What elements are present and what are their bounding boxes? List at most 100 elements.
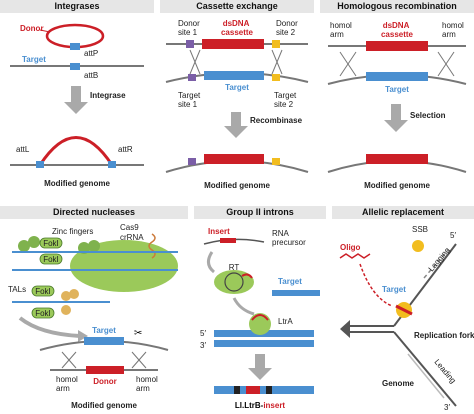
panel-cassette-exchange: Cassette exchange Donor site 1 dsDNA cas… — [160, 0, 314, 200]
tal-repeat-3 — [61, 305, 71, 315]
target-label: Target — [278, 277, 302, 286]
panel-title: Group II introns — [194, 206, 326, 219]
genome-dna-2 — [214, 340, 314, 347]
arrow-shaft — [71, 86, 81, 102]
result-site-2 — [272, 158, 280, 165]
rnp-loop — [224, 272, 244, 292]
foki-label-4: FokI — [35, 309, 51, 318]
arrow-head — [224, 126, 248, 138]
oligo-path — [359, 263, 393, 307]
panel-title: Directed nucleases — [0, 206, 188, 219]
ltra-label: LtrA — [278, 317, 293, 326]
flow-arrow-2 — [232, 297, 255, 316]
nucleases-diagram: Cas9 crRNA Zinc fingers FokI FokI TALs F… — [8, 223, 178, 410]
tal-repeat-2 — [69, 289, 79, 299]
donor-pointer — [39, 29, 51, 33]
crrna-strand — [148, 233, 156, 259]
scissors-icon: ✂ — [134, 328, 142, 339]
integrase-label: Integrase — [90, 91, 126, 100]
five-prime-label: 5′ — [200, 329, 206, 338]
oligo-label: Oligo — [340, 243, 361, 252]
cassette-diagram: Donor site 1 dsDNA cassette Donor site 2… — [165, 19, 309, 190]
modified-genome-label: Modified genome — [71, 401, 137, 410]
integrated-cassette — [366, 154, 428, 164]
foki-box-2 — [39, 253, 63, 265]
attl-site — [36, 161, 44, 168]
rt-label: RT — [229, 263, 240, 272]
panel-group-ii-introns: Group II introns Insert RNA precursor RT… — [194, 206, 326, 414]
homol-arm-right-label: homol arm — [442, 21, 466, 39]
target-site-1 — [188, 74, 196, 81]
insert-segment — [220, 238, 236, 243]
homol-arm-left-label: homol arm — [56, 375, 80, 393]
donor-insert — [86, 366, 124, 374]
attr-label: attR — [118, 145, 133, 154]
target-site-2-label: Target site 2 — [274, 91, 298, 109]
foki-label-3: FokI — [35, 287, 51, 296]
attp-label: attP — [84, 49, 98, 58]
cross-left-b — [61, 351, 77, 369]
target-label: Target — [382, 285, 406, 294]
donor-site-1-label: Donor site 1 — [178, 19, 202, 37]
dsdna-cassette — [366, 41, 428, 51]
result-stripe-1 — [234, 386, 240, 394]
homol-arm-right-label: homol arm — [136, 375, 160, 393]
attb-site — [70, 63, 80, 70]
attb-label: attB — [84, 71, 98, 80]
panel-directed-nucleases: Directed nucleases Cas9 crRNA Zinc finge… — [0, 206, 188, 414]
panel-integrases: Integrases Donor attP Target attB Integr… — [0, 0, 154, 200]
result-dna — [214, 386, 314, 394]
dsdna-cassette — [202, 39, 264, 49]
cross-right-b — [131, 351, 147, 369]
donor-label: Donor — [93, 377, 117, 386]
panel-title: Allelic replacement — [332, 206, 474, 219]
panel-title: Integrases — [0, 0, 154, 13]
crrna-label: crRNA — [120, 233, 144, 242]
rna-precursor-label: RNA precursor — [272, 229, 306, 247]
cross-right-b — [271, 49, 283, 75]
replication-fork-label: Replication fork — [414, 331, 474, 340]
allelic-diagram: Oligo SSB 5′ Lagging Leading Target Repl… — [339, 225, 474, 412]
donor-site-2 — [272, 40, 280, 48]
leading-strand — [407, 353, 445, 399]
panel-title: Cassette exchange — [160, 0, 314, 13]
five-prime-label: 5′ — [450, 231, 456, 240]
insert-label: Insert — [208, 227, 230, 236]
target-region — [204, 71, 264, 80]
cross-left-b — [339, 51, 357, 77]
modified-genome-label: Modified genome — [44, 179, 110, 188]
result-label: Ll.LtrB-insert — [235, 401, 286, 410]
target-label: Target — [92, 326, 116, 335]
donor-label: Donor — [20, 24, 44, 33]
fork-direction-arrow — [340, 320, 350, 338]
zinc-finger-1 — [18, 240, 30, 252]
donor-site-1 — [186, 40, 194, 48]
zinc-finger-4 — [88, 240, 100, 252]
oligo-strand — [339, 253, 371, 259]
leading-template — [393, 331, 457, 407]
three-prime-label: 3′ — [444, 403, 450, 412]
panel-title: Homologous recombination — [320, 0, 474, 13]
donor-site-2-label: Donor site 2 — [276, 19, 300, 37]
tals-label: TALs — [8, 285, 26, 294]
dsdna-cassette-label: dsDNA cassette — [221, 19, 254, 37]
foki-label-1: FokI — [43, 239, 59, 248]
arrow-shaft — [231, 112, 241, 126]
target-region — [84, 337, 124, 345]
selection-label: Selection — [410, 111, 446, 120]
cas9-label: Cas9 — [120, 223, 139, 232]
ltra-protein — [249, 313, 271, 335]
introns-diagram: Insert RNA precursor RT Target LtrA 5′ 3… — [200, 227, 320, 410]
arrow-head — [384, 120, 408, 132]
panel-homologous-recombination: Homologous recombination homol arm dsDNA… — [320, 0, 474, 200]
insert-rna — [251, 314, 269, 321]
cross-right-b — [437, 51, 455, 77]
foki-label-2: FokI — [43, 255, 59, 264]
modified-genome-label: Modified genome — [364, 181, 430, 190]
foki-box-3 — [31, 285, 55, 297]
arrow-head — [248, 368, 272, 380]
integrated-cassette — [204, 154, 264, 164]
recombinase-label: Recombinase — [250, 116, 303, 125]
target-site-1-label: Target site 1 — [178, 91, 202, 109]
arrow-shaft — [391, 104, 401, 120]
